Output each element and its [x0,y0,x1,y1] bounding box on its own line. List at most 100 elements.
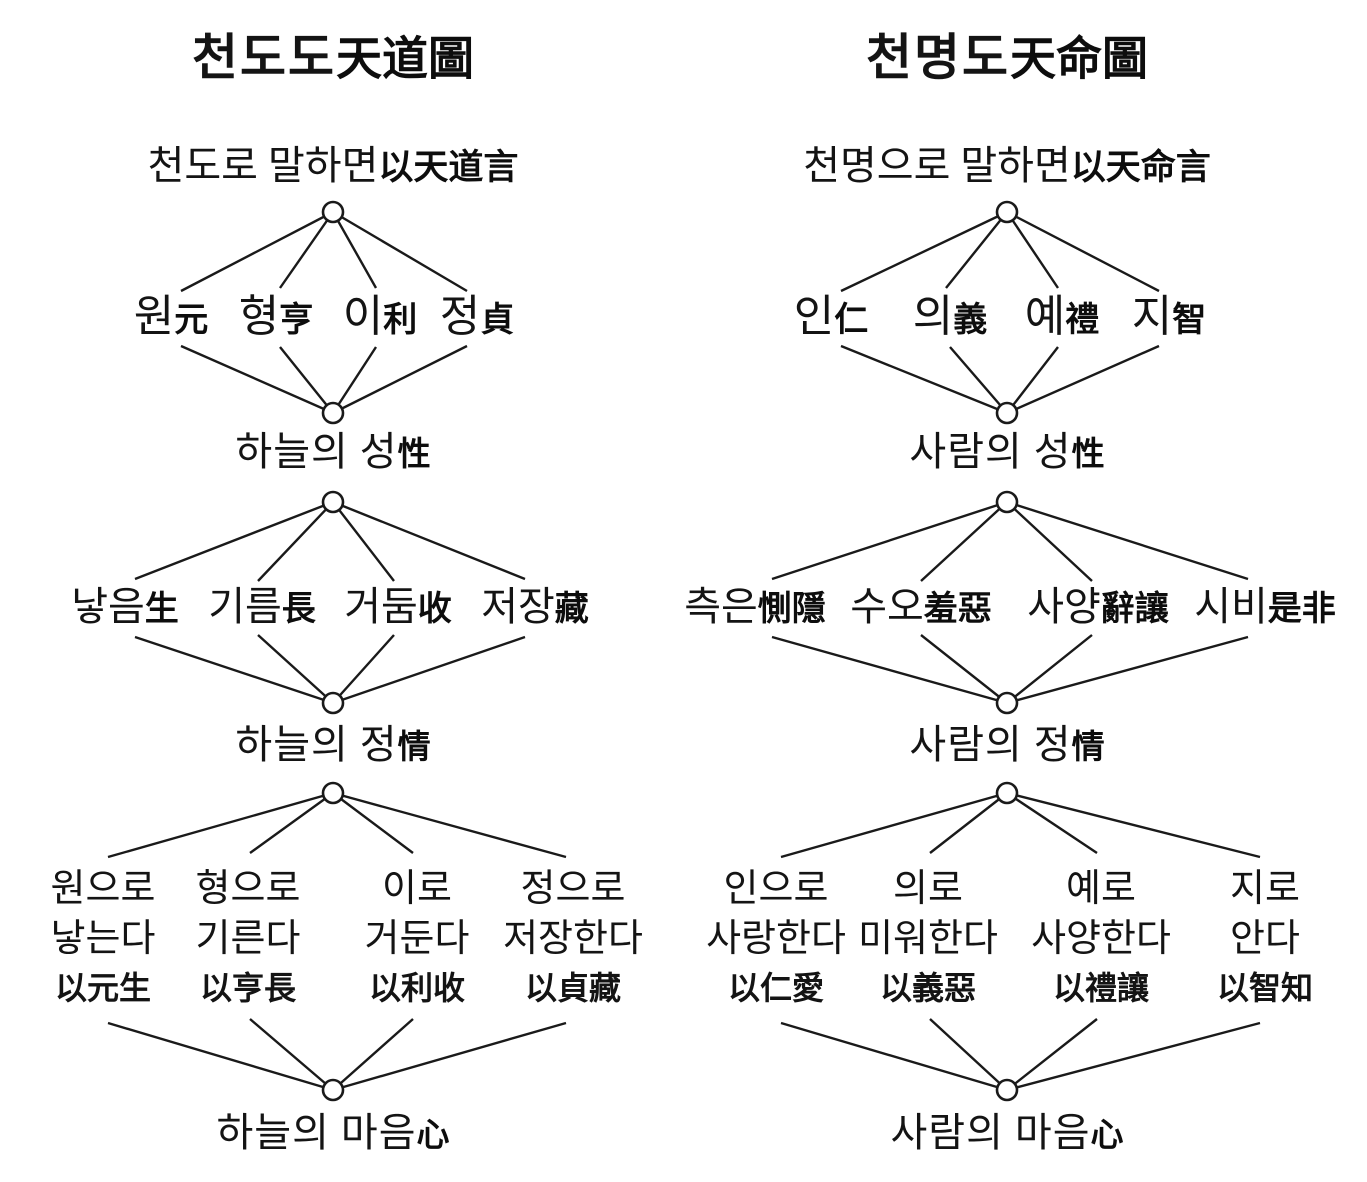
term-hanja: 藏 [554,591,589,628]
term-compassion: 측은惻隱 [684,585,826,629]
term-hanja: 以亨長 [199,970,297,1006]
label-hanja: 心 [1090,1118,1124,1154]
term-hanja: 辭讓 [1100,591,1169,628]
intro-korean: 천명으로 말하면 [803,143,1071,188]
term-hanja: 生 [144,591,179,628]
term-jeong: 정貞 [439,291,515,341]
term-harvest: 거둠收 [344,585,452,629]
term-right-wrong: 시비是非 [1194,585,1336,629]
term-line1: 인으로 [723,868,829,910]
term-korean: 수오 [850,584,924,629]
node-circle [995,1078,1019,1102]
term-i: 이利 [342,291,418,341]
node-circle [321,490,345,514]
fan-in-lines-tier2 [134,634,526,705]
term-korean: 사양 [1027,584,1101,629]
term-korean: 낳음 [71,584,145,629]
fan-out-lines-tier2 [134,500,526,582]
term-hanja: 貞 [480,301,515,339]
intro-hanja: 以天命言 [1070,148,1211,187]
node-circle [995,200,1019,224]
fan-out-lines-tier1 [180,210,468,293]
term-ye: 예禮 [1024,291,1100,341]
section-label-feeling: 사람의 정情 [909,723,1104,767]
term-korean: 이 [342,291,384,341]
fan-out-lines-tier1 [840,210,1160,293]
term-korean: 의 [912,291,954,341]
title-korean: 천명도 [866,29,1010,86]
term-hanja: 禮 [1065,301,1100,339]
term-line1: 정으로 [520,868,626,910]
intro-label: 천도로 말하면以天道言 [148,144,519,188]
fan-out-lines-tier2 [771,500,1249,582]
diagram-title: 천명도天命圖 [866,29,1148,86]
term-ji: 지智 [1132,292,1206,341]
section-label-heart: 사람의 마음心 [891,1111,1124,1155]
term-line2: 안다 [1230,918,1300,960]
term-korean: 형 [238,291,280,341]
term-block-2: 형으로 기른다 以亨長 [196,864,301,1012]
term-line1: 이로 [382,868,452,910]
term-shame: 수오羞惡 [850,585,992,629]
node-circle [995,781,1019,805]
term-birth: 낳음生 [71,585,179,629]
fan-in-lines-tier2 [771,634,1249,705]
term-korean: 인 [793,291,835,341]
term-ui: 의義 [912,291,987,341]
term-line1: 형으로 [195,868,301,910]
label-korean: 사람의 성 [909,429,1072,474]
node-circle [995,490,1019,514]
term-hanja: 以元生 [54,970,152,1006]
term-line2: 저장한다 [503,918,643,960]
label-korean: 사람의 정 [909,722,1072,767]
term-hanja: 以禮讓 [1052,970,1149,1006]
term-in: 인仁 [793,291,868,341]
section-label-nature: 하늘의 성性 [235,430,430,474]
label-korean: 하늘의 성 [235,429,398,474]
term-block-3: 예로 사양한다 以禮讓 [1031,864,1171,1012]
term-storage: 저장藏 [481,585,589,629]
label-korean: 하늘의 마음 [216,1110,417,1155]
term-hanja: 亨 [279,301,314,339]
term-won: 원元 [134,292,208,341]
term-hanja: 以貞藏 [524,970,621,1006]
term-hanja: 長 [281,591,316,628]
intro-label: 천명으로 말하면以天命言 [803,144,1211,188]
term-hanja: 利 [383,301,418,339]
term-deference: 사양辭讓 [1027,585,1169,629]
term-line2: 사양한다 [1031,918,1171,960]
term-hanja: 羞惡 [923,591,992,628]
fan-out-lines-tier3 [107,791,567,859]
term-hyeong: 형亨 [238,291,314,341]
term-line2: 낳는다 [50,918,156,960]
fan-in-lines-tier1 [840,344,1160,415]
label-korean: 사람의 마음 [890,1110,1091,1155]
term-hanja: 以智知 [1216,970,1314,1006]
title-korean: 천도도 [192,29,336,86]
label-hanja: 情 [1071,730,1105,766]
term-hanja: 以仁愛 [727,970,824,1006]
term-korean: 저장 [481,584,555,629]
term-line2: 사랑한다 [706,918,846,960]
fan-in-lines-tier3 [780,1018,1261,1092]
term-block-3: 이로 거둔다 以利收 [365,864,470,1012]
term-hanja: 惻隱 [757,591,826,628]
term-korean: 정 [439,291,481,341]
node-circle [321,401,345,425]
diagram-cheonmyeong: 천명도天命圖 천명으로 말하면以天命言 인仁 의義 예禮 지智 사람의 성性 측… [680,0,1367,1182]
term-line1: 지로 [1230,868,1300,910]
term-block-4: 지로 안다 以智知 [1217,864,1313,1012]
fan-in-lines-tier1 [180,344,468,415]
term-block-4: 정으로 저장한다 以貞藏 [503,864,643,1012]
term-line2: 거둔다 [364,918,470,960]
label-hanja: 性 [397,437,431,473]
label-hanja: 心 [416,1118,450,1154]
node-circle [321,200,345,224]
term-korean: 예 [1024,291,1066,341]
section-label-heart: 하늘의 마음心 [217,1111,450,1155]
node-circle [321,1078,345,1102]
term-korean: 기름 [208,584,282,629]
term-korean: 측은 [684,584,758,629]
label-hanja: 性 [1071,437,1105,473]
term-korean: 거둠 [344,584,418,629]
